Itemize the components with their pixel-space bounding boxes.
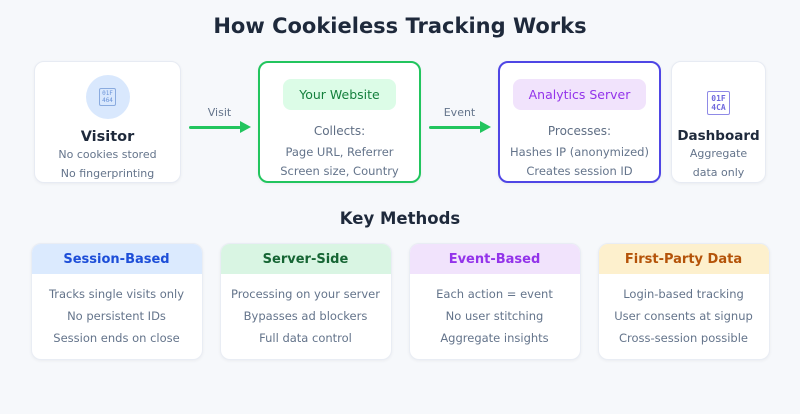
bar-chart-emoji-tofu-icon: 01F 4CA — [707, 91, 730, 115]
tofu-hex-bottom: 4CA — [711, 103, 726, 112]
analytics-server-badge: Analytics Server — [512, 79, 647, 110]
dashboard-card: 01F 4CA Dashboard Aggregate data only — [671, 61, 766, 183]
method-card-title: Event-Based — [409, 244, 580, 274]
method-card-title: Session-Based — [31, 244, 202, 274]
event-arrow: Event — [421, 105, 498, 133]
visitor-avatar-circle: 01F 464 — [85, 75, 130, 119]
method-card-first-party-data: First-Party Data Login-based tracking Us… — [597, 243, 770, 360]
method-card-body: Tracks single visits only No persistent … — [32, 274, 202, 349]
method-card-title: First-Party Data — [598, 244, 769, 274]
visit-arrow: Visit — [181, 105, 258, 133]
website-collects-item-2: Screen size, Country — [280, 164, 399, 178]
dashboard-note-1: Aggregate — [689, 147, 748, 160]
method-line: No persistent IDs — [67, 309, 166, 323]
key-methods-row: Session-Based Tracks single visits only … — [0, 243, 800, 360]
tracking-flow-diagram: 01F 464 Visitor No cookies stored No fin… — [0, 60, 800, 184]
method-line: Full data control — [259, 331, 352, 345]
dashboard-note-2: data only — [692, 166, 745, 179]
website-card: Your Website Collects: Page URL, Referre… — [258, 61, 421, 183]
analytics-processes-item-1: Hashes IP (anonymized) — [510, 145, 649, 159]
tofu-hex-top: 01F — [711, 94, 726, 103]
visitor-card: 01F 464 Visitor No cookies stored No fin… — [34, 61, 181, 183]
method-card-event-based: Event-Based Each action = event No user … — [408, 243, 581, 360]
website-collects-item-1: Page URL, Referrer — [285, 145, 394, 159]
method-line: Cross-session possible — [619, 331, 748, 345]
method-line: Bypasses ad blockers — [243, 309, 368, 323]
visitor-note-1: No cookies stored — [58, 148, 157, 161]
method-line: Tracks single visits only — [48, 287, 185, 301]
tofu-hex-top: 01F — [102, 90, 113, 97]
method-line: No user stitching — [445, 309, 544, 323]
method-card-title: Server-Side — [220, 244, 391, 274]
method-line: User consents at signup — [614, 309, 753, 323]
method-line: Each action = event — [436, 287, 553, 301]
method-line: Processing on your server — [231, 287, 380, 301]
right-arrow-icon — [188, 120, 251, 133]
visitor-note-2: No fingerprinting — [60, 167, 155, 180]
method-line: Session ends on close — [53, 331, 180, 345]
method-card-server-side: Server-Side Processing on your server By… — [219, 243, 392, 360]
visitor-label: Visitor — [80, 129, 135, 145]
method-card-body: Login-based tracking User consents at si… — [599, 274, 769, 349]
method-card-body: Each action = event No user stitching Ag… — [410, 274, 580, 349]
event-arrow-label: Event — [443, 105, 476, 119]
website-badge: Your Website — [283, 79, 396, 110]
cookieless-tracking-infographic: How Cookieless Tracking Works 01F 464 Vi… — [0, 14, 800, 360]
website-collects-heading: Collects: — [313, 124, 366, 138]
right-arrow-icon — [428, 120, 491, 133]
method-card-session-based: Session-Based Tracks single visits only … — [30, 243, 203, 360]
method-line: Login-based tracking — [623, 287, 744, 301]
analytics-server-card: Analytics Server Processes: Hashes IP (a… — [498, 61, 661, 183]
method-line: Aggregate insights — [440, 331, 549, 345]
analytics-processes-heading: Processes: — [547, 124, 612, 138]
dashboard-label: Dashboard — [677, 128, 760, 144]
visit-arrow-label: Visit — [207, 105, 232, 119]
page-title: How Cookieless Tracking Works — [213, 14, 587, 38]
key-methods-heading: Key Methods — [339, 209, 461, 228]
person-emoji-tofu-icon: 01F 464 — [99, 88, 116, 106]
tofu-hex-bottom: 464 — [102, 97, 113, 104]
analytics-processes-item-2: Creates session ID — [526, 164, 633, 178]
method-card-body: Processing on your server Bypasses ad bl… — [221, 274, 391, 349]
